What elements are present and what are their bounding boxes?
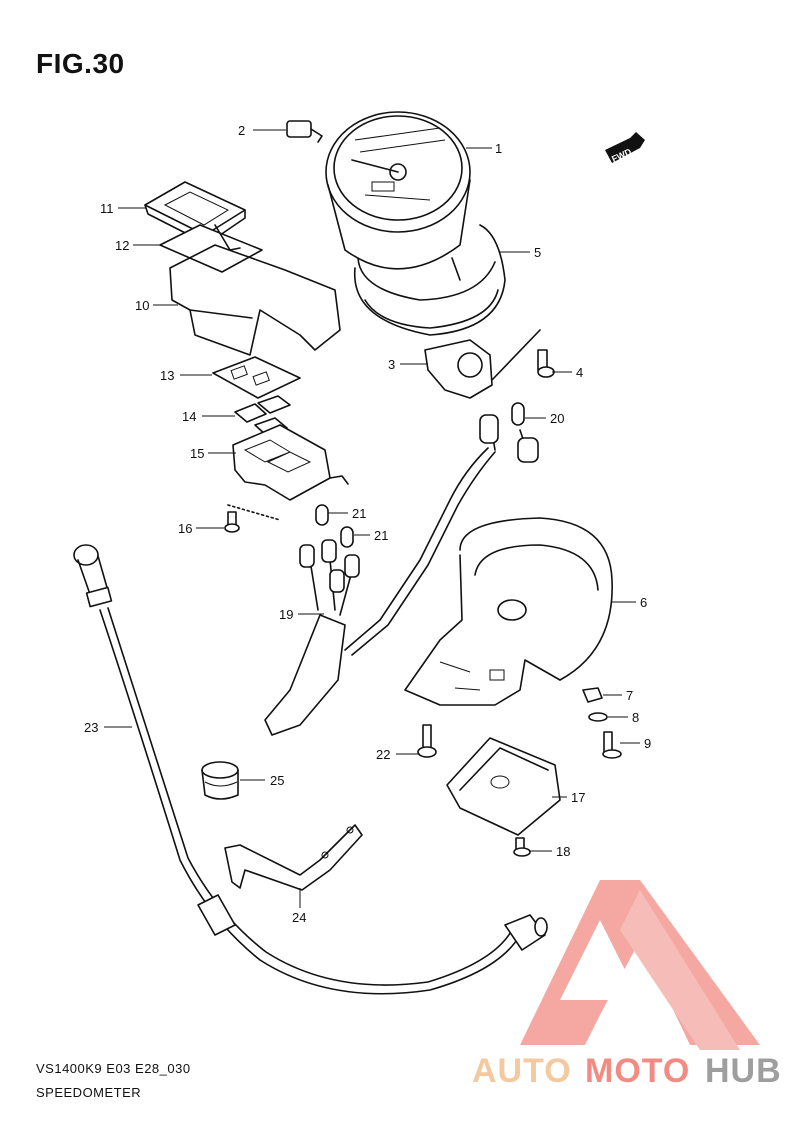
callout-17: 17 (552, 790, 585, 805)
watermark-hub: HUB (705, 1052, 782, 1090)
svg-text:5: 5 (534, 245, 541, 260)
callout-21-lower: 21 (354, 528, 388, 543)
callout-12: 12 (115, 238, 160, 253)
indicator-housing-assembly (212, 356, 349, 501)
svg-text:6: 6 (640, 595, 647, 610)
callout-10: 10 (135, 298, 178, 313)
svg-text:17: 17 (571, 790, 585, 805)
drive-unit (424, 329, 555, 399)
svg-text:20: 20 (550, 411, 564, 426)
svg-text:9: 9 (644, 736, 651, 751)
callout-1: 1 (466, 141, 502, 156)
callout-22: 22 (376, 747, 420, 762)
callout-labels: 1 2 3 4 5 6 7 8 9 10 11 12 13 14 15 16 1… (84, 123, 651, 925)
callout-11: 11 (100, 201, 146, 216)
gauge-ring (353, 224, 506, 336)
callout-25: 25 (240, 773, 284, 788)
watermark-auto: AUTO (472, 1052, 572, 1090)
svg-text:19: 19 (279, 607, 293, 622)
bulbs (315, 402, 525, 548)
callout-3: 3 (388, 357, 428, 372)
svg-text:16: 16 (178, 521, 192, 536)
wiring-harness (264, 414, 539, 736)
watermark-text: AUTO MOTO HUB (472, 1052, 782, 1090)
callout-18: 18 (530, 844, 570, 859)
callout-4: 4 (552, 365, 583, 380)
svg-text:7: 7 (626, 688, 633, 703)
svg-text:13: 13 (160, 368, 174, 383)
watermark-moto: MOTO (585, 1052, 690, 1090)
svg-text:15: 15 (190, 446, 204, 461)
svg-text:8: 8 (632, 710, 639, 725)
bolt-22 (417, 724, 437, 758)
hardware-7-8-9 (582, 687, 622, 759)
callout-19: 19 (279, 607, 324, 622)
svg-text:2: 2 (238, 123, 245, 138)
callout-21-upper: 21 (328, 506, 366, 521)
forward-arrow-tag: FWD (605, 132, 645, 164)
svg-text:22: 22 (376, 747, 390, 762)
figure-title: FIG.30 (36, 48, 125, 79)
grommet-25 (201, 761, 239, 800)
svg-text:11: 11 (100, 201, 114, 216)
svg-text:23: 23 (84, 720, 98, 735)
callout-23: 23 (84, 720, 132, 735)
svg-text:25: 25 (270, 773, 284, 788)
watermark-logo (520, 880, 760, 1050)
callout-8: 8 (608, 710, 639, 725)
svg-text:10: 10 (135, 298, 149, 313)
callout-2: 2 (238, 123, 286, 138)
svg-text:12: 12 (115, 238, 129, 253)
meter-case (404, 517, 613, 706)
screw-16 (224, 504, 281, 533)
svg-text:3: 3 (388, 357, 395, 372)
svg-text:1: 1 (495, 141, 502, 156)
speedometer-gauge (325, 111, 471, 281)
section-name: SPEEDOMETER (36, 1085, 142, 1100)
svg-text:21: 21 (374, 528, 388, 543)
indicator-lens-assembly (144, 181, 341, 356)
callout-16: 16 (178, 521, 224, 536)
callout-5: 5 (500, 245, 541, 260)
bracket-17 (446, 737, 561, 857)
callout-15: 15 (190, 446, 236, 461)
model-code: VS1400K9 E03 E28_030 (36, 1061, 191, 1076)
svg-text:14: 14 (182, 409, 196, 424)
cable-clamp-24 (224, 824, 363, 891)
callout-6: 6 (612, 595, 647, 610)
callout-14: 14 (182, 409, 235, 424)
callout-9: 9 (620, 736, 651, 751)
callout-7: 7 (603, 688, 633, 703)
speedometer-cable-23 (73, 544, 548, 995)
callout-20: 20 (525, 411, 564, 426)
svg-text:18: 18 (556, 844, 570, 859)
svg-text:21: 21 (352, 506, 366, 521)
svg-text:4: 4 (576, 365, 583, 380)
callout-13: 13 (160, 368, 212, 383)
bulb-socket-part (286, 120, 323, 143)
callout-24: 24 (292, 888, 306, 925)
svg-text:24: 24 (292, 910, 306, 925)
